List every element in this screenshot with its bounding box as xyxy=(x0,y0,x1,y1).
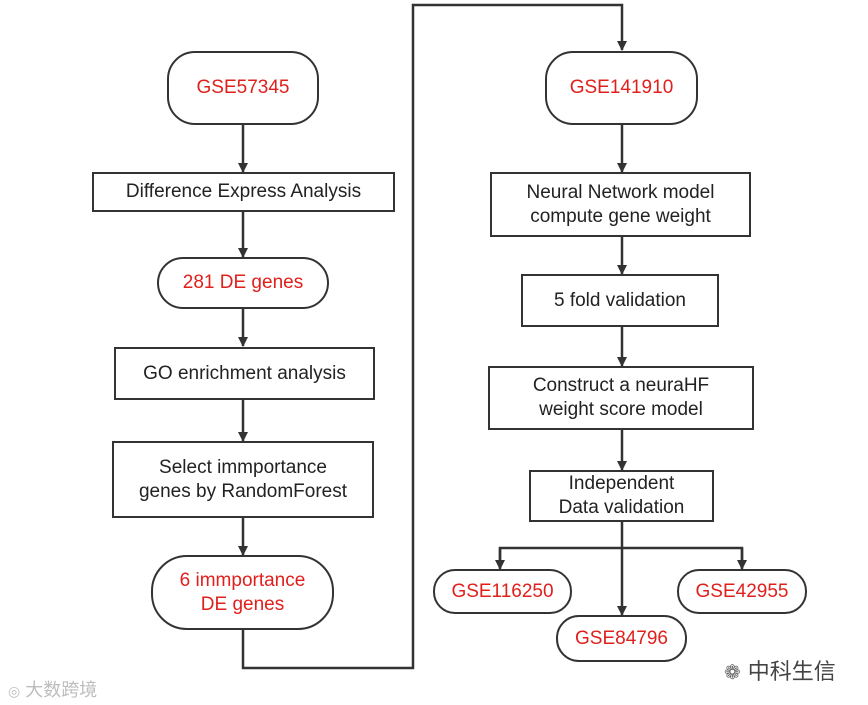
node-6-importance-de-genes: 6 immportance DE genes xyxy=(151,555,334,630)
node-gse141910: GSE141910 xyxy=(545,51,698,125)
node-neural-network-model: Neural Network model compute gene weight xyxy=(490,172,751,237)
node-independent-data-validation: Independent Data validation xyxy=(529,470,714,522)
watermark-left: ◎ 大数跨境 xyxy=(8,676,97,702)
watermark-right-text: 中科生信 xyxy=(747,660,836,685)
node-281-de-genes: 281 DE genes xyxy=(157,257,329,309)
node-construct-neurahf-model: Construct a neuraHF weight score model xyxy=(488,366,754,430)
wechat-icon: ❁ xyxy=(724,660,741,684)
connector-left-to-right xyxy=(241,3,627,670)
node-gse84796: GSE84796 xyxy=(556,615,687,662)
watermark-left-logo-icon: ◎ xyxy=(8,683,21,699)
watermark-right: ❁ 中科生信 xyxy=(724,654,836,686)
node-gse116250: GSE116250 xyxy=(433,569,572,614)
node-5-fold-validation: 5 fold validation xyxy=(521,274,719,327)
node-select-importance-genes: Select immportance genes by RandomForest xyxy=(112,441,374,518)
watermark-left-text: 大数跨境 xyxy=(25,680,98,700)
node-go-enrichment-analysis: GO enrichment analysis xyxy=(114,347,375,400)
node-gse57345: GSE57345 xyxy=(167,51,319,125)
node-gse42955: GSE42955 xyxy=(677,569,807,614)
node-difference-express-analysis: Difference Express Analysis xyxy=(92,172,395,212)
